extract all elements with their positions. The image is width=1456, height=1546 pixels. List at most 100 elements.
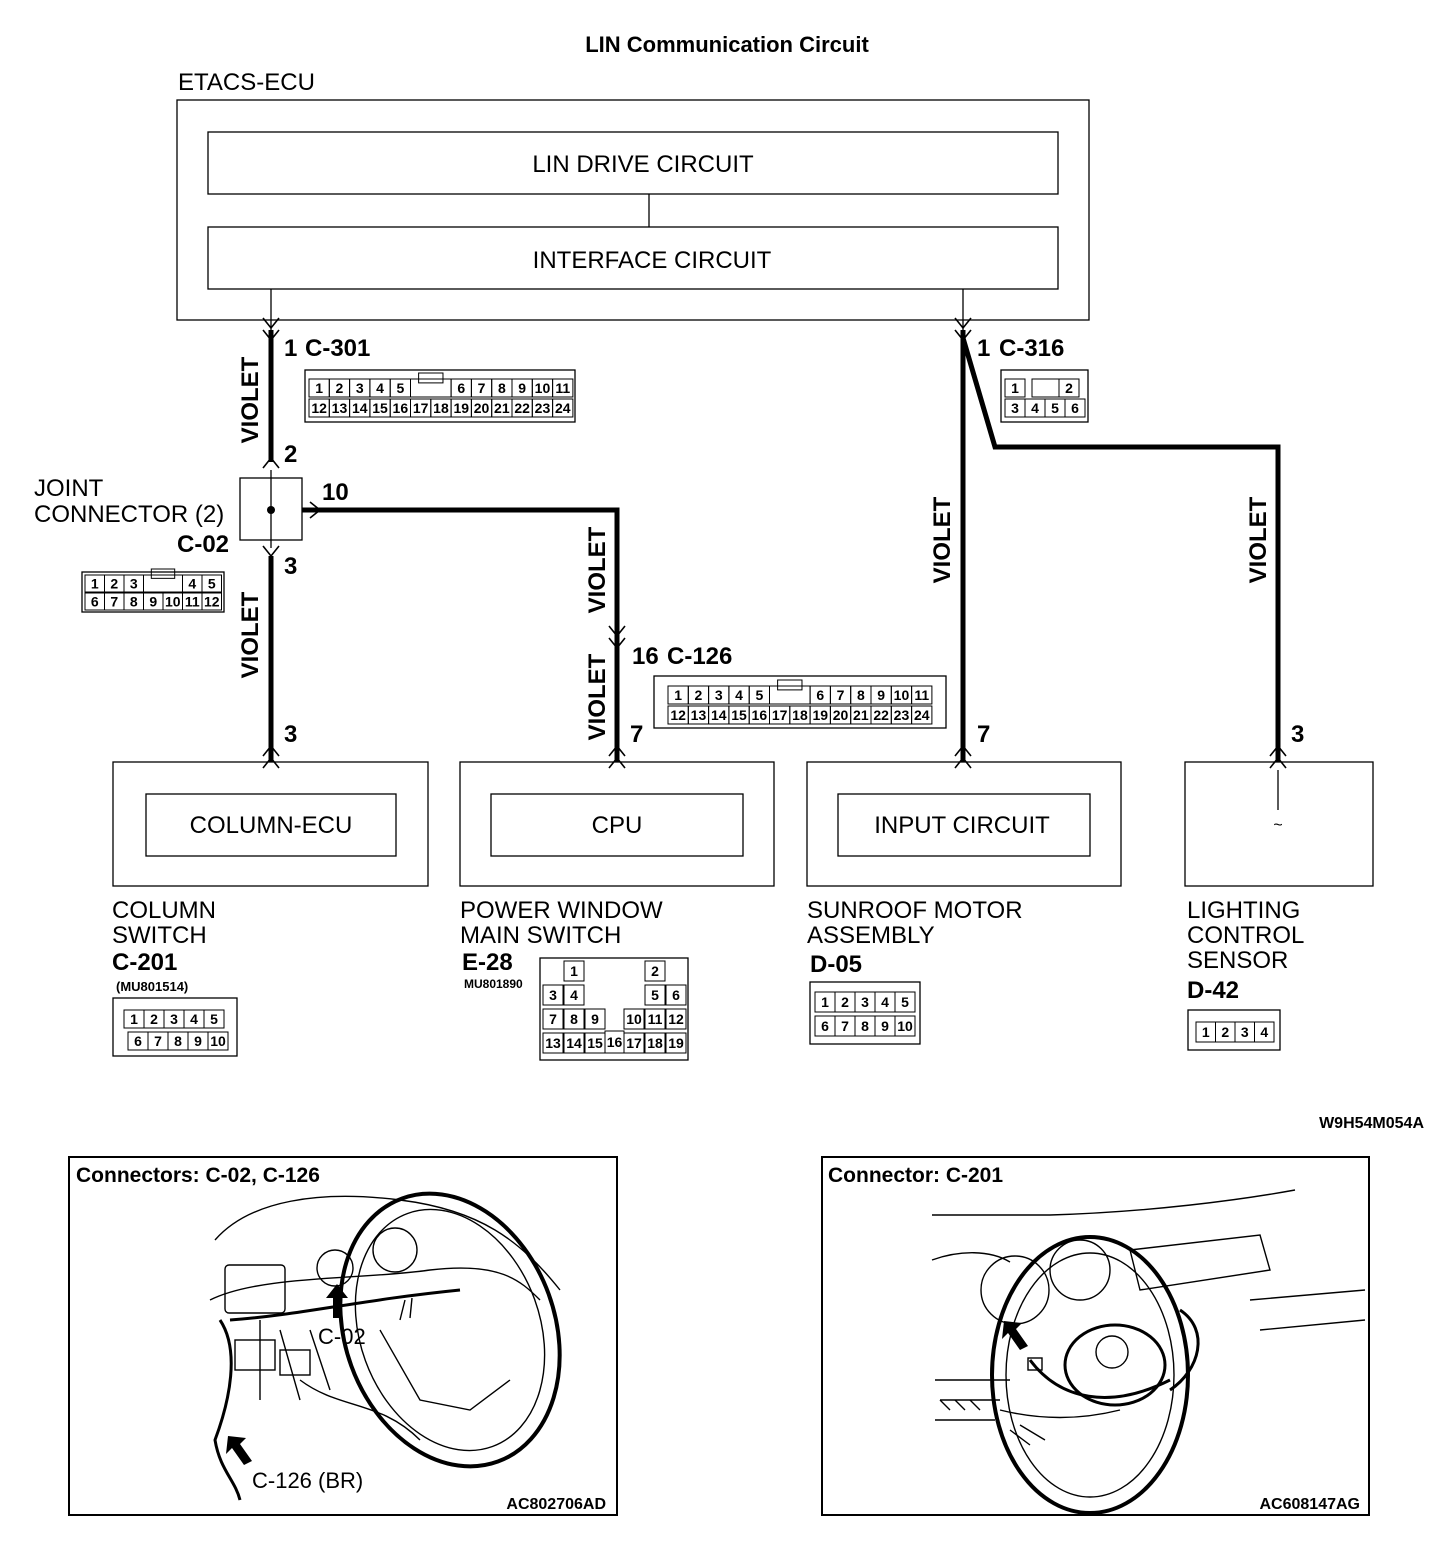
column-ecu-label: COLUMN-ECU (190, 812, 353, 839)
c316-connector-face (1000, 369, 1089, 423)
connector-pin-label: 18 (647, 1035, 663, 1051)
connector-pin-label: 14 (566, 1035, 582, 1051)
connector-pin-label: 3 (130, 576, 138, 592)
dashboard-illustration-right (931, 1189, 1366, 1515)
panel-right-title: Connector: C-201 (828, 1164, 1003, 1187)
connector-cell (1064, 398, 1086, 418)
connector-pin-label: 10 (894, 687, 910, 703)
connector-pin-label: 8 (570, 1011, 578, 1027)
connector-pin-label: 7 (549, 1011, 557, 1027)
joint-connector-line2: CONNECTOR (2) (34, 501, 224, 528)
connector-pin-label: 2 (695, 687, 703, 703)
connector-pin-label: 17 (626, 1035, 642, 1051)
panel-left-code: AC802706AD (506, 1496, 606, 1513)
connector-pin-label: 6 (821, 1018, 829, 1034)
sunroof-code: D-05 (810, 951, 862, 978)
connector-pin-label: 12 (668, 1011, 684, 1027)
lighting-line3: SENSOR (1187, 947, 1288, 974)
power-window-pin: 7 (630, 721, 643, 748)
connector-pin-label: 1 (1011, 380, 1019, 396)
connector-cell (563, 960, 585, 982)
connector-pin-label: 1 (91, 576, 99, 592)
connector-cell (644, 984, 666, 1006)
connector-pin-label: 2 (336, 380, 344, 396)
panel-left (68, 1156, 618, 1516)
input-circuit-box (837, 793, 1091, 857)
connector-pin-label: 5 (396, 380, 404, 396)
lighting-line2: CONTROL (1187, 922, 1304, 949)
connector-pin-label: 5 (210, 1011, 218, 1027)
power-window-part: MU801890 (464, 977, 523, 991)
wire-color-label: VIOLET (584, 653, 611, 740)
connector-pin-label: 6 (816, 687, 824, 703)
tilde-glyph: ~ (1273, 817, 1282, 834)
etacs-ecu-box (176, 99, 1090, 321)
connector-pin-label: 13 (332, 400, 348, 416)
connector-pin-label: 9 (194, 1033, 202, 1049)
wire-etacs-to-lighting (960, 337, 1281, 762)
interface-circuit-label: INTERFACE CIRCUIT (533, 247, 772, 274)
connector-pin-label: 5 (755, 687, 763, 703)
connector-cell (665, 1032, 687, 1054)
power-window-line2: MAIN SWITCH (460, 922, 621, 949)
wire-color-label: VIOLET (929, 496, 956, 583)
connector-cell (552, 378, 574, 398)
connector-pin-label: 6 (134, 1033, 142, 1049)
connector-cell (623, 1032, 645, 1054)
connector-cell (665, 984, 687, 1006)
connector-pin-label: 4 (376, 380, 384, 396)
c126-pin: 16 (632, 643, 659, 670)
column-switch-box (112, 761, 429, 887)
connector-pin-label: 10 (897, 1018, 913, 1034)
connector-pin-label: 1 (674, 687, 682, 703)
connector-pin-label: 5 (901, 994, 909, 1010)
connector-pin-label: 6 (672, 987, 680, 1003)
power-window-line1: POWER WINDOW (460, 897, 663, 924)
arrow-icon (1002, 1321, 1028, 1350)
d42-connector-face (1187, 1009, 1281, 1051)
panel-right-code: AC608147AG (1260, 1496, 1361, 1513)
d05-connector-face (809, 981, 921, 1045)
connector-pin-label: 22 (514, 400, 530, 416)
connector-pin-label: 4 (570, 987, 578, 1003)
connector-pin-label: 19 (453, 400, 469, 416)
wire-color-label: VIOLET (237, 591, 264, 678)
panel-right (821, 1156, 1370, 1516)
connector-pin-label: 4 (735, 687, 743, 703)
connector-cell (410, 378, 452, 398)
c316-code: C-316 (999, 335, 1064, 362)
connector-cell (1004, 378, 1026, 398)
lin-drive-circuit-box (207, 131, 1059, 195)
connector-cell (563, 1008, 585, 1030)
connector-cell (563, 984, 585, 1006)
cpu-box (490, 793, 744, 857)
connector-pin-label: 7 (154, 1033, 162, 1049)
connector-cell (1031, 378, 1060, 398)
connector-pin-label: 3 (549, 987, 557, 1003)
connector-pin-label: 3 (1011, 400, 1019, 416)
connector-pin-label: 4 (190, 1011, 198, 1027)
diagram-code: W9H54M054A (1319, 1115, 1424, 1132)
connector-pin-label: 3 (170, 1011, 178, 1027)
connector-pin-label: 2 (1221, 1024, 1229, 1040)
connector-pin-label: 11 (555, 380, 570, 396)
connector-pin-label: 1 (1202, 1024, 1210, 1040)
connector-key (777, 679, 803, 691)
c126-code: C-126 (667, 643, 732, 670)
connector-pin-label: 2 (841, 994, 849, 1010)
connector-pin-label: 13 (691, 707, 707, 723)
connector-pin-label: 15 (372, 400, 388, 416)
connector-key (418, 372, 444, 384)
connector-pin-label: 7 (837, 687, 845, 703)
connector-pin-label: 23 (535, 400, 551, 416)
connector-pin-label: 10 (535, 380, 551, 396)
column-switch-line2: SWITCH (112, 922, 207, 949)
connector-cell (911, 705, 933, 725)
connector-pin-label: 8 (857, 687, 865, 703)
connector-cell (1058, 378, 1080, 398)
connector-pin-label: 3 (356, 380, 364, 396)
